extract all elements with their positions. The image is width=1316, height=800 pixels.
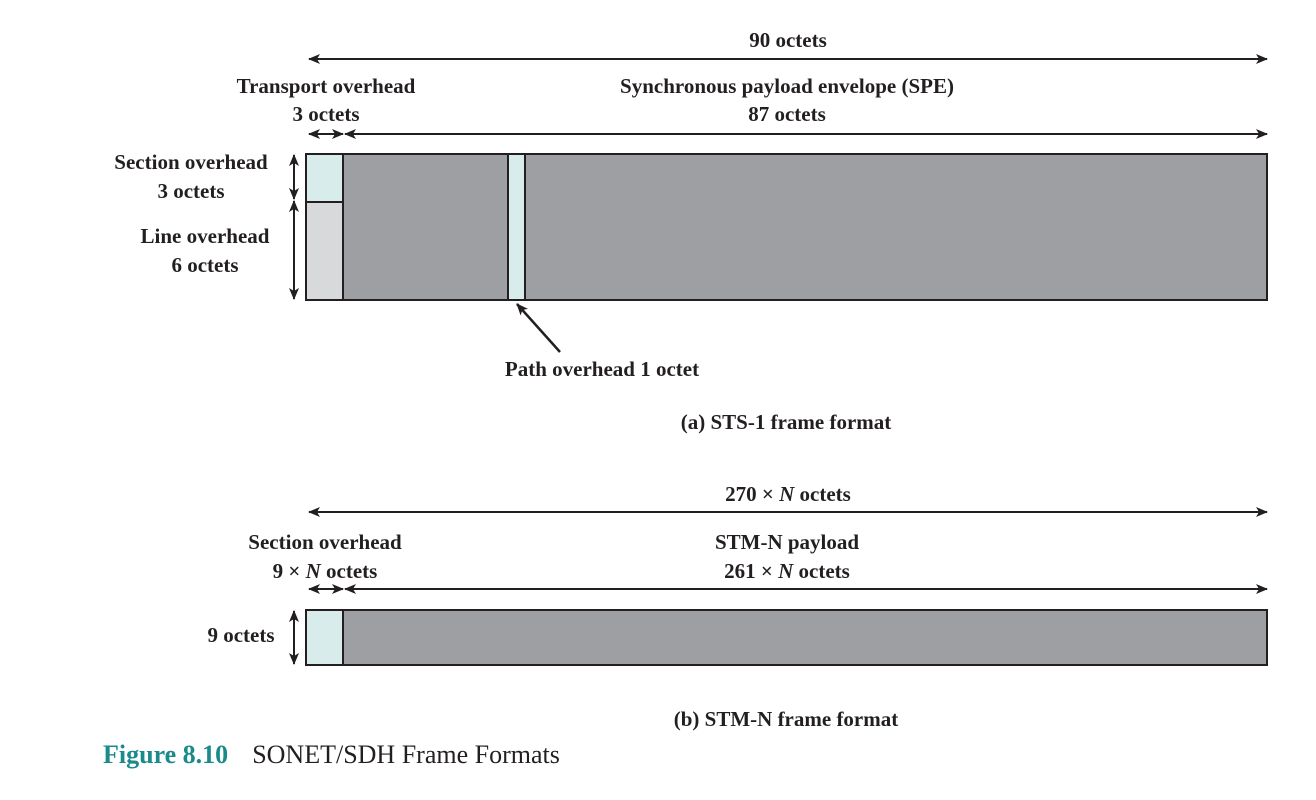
stm-payload-size: 261 × N octets (637, 557, 937, 585)
section-overhead-size: 3 octets (157, 179, 225, 203)
sts1-total-label: 90 octets (749, 28, 827, 52)
stm-total-label-b: octets (794, 482, 851, 506)
stm-payload-size-a: 261 × (724, 559, 779, 583)
section-overhead-block (305, 153, 344, 203)
stm-payload-label: STM-N payload (714, 530, 860, 554)
path-overhead-column (507, 153, 526, 301)
stm-section-overhead-size: 9 × N octets (195, 557, 455, 585)
stm-section-overhead-label: Section overhead (248, 530, 402, 554)
line-overhead-block (305, 201, 344, 301)
figure-number: Figure 8.10 (103, 740, 229, 769)
spe-label: Synchronous payload envelope (SPE) (620, 74, 954, 98)
stm-section-size-b: octets (320, 559, 378, 583)
figure-caption: Figure 8.10 SONET/SDH Frame Formats (103, 738, 560, 772)
stm-total-label: 270 × N octets (638, 480, 938, 508)
section-overhead-label: Section overhead (114, 150, 268, 174)
spe-size: 87 octets (748, 102, 826, 126)
line-overhead-size: 6 octets (171, 253, 239, 277)
stm-payload-size-b: octets (793, 559, 850, 583)
stm-section-overhead-block (305, 609, 344, 666)
path-overhead-pointer (516, 303, 561, 353)
stm-payload-size-n: N (778, 559, 794, 583)
figure-title: SONET/SDH Frame Formats (252, 740, 560, 769)
transport-overhead-label: Transport overhead (236, 74, 416, 98)
stm-payload-block (305, 609, 1268, 666)
stm-rows-label: 9 octets (207, 623, 275, 647)
transport-overhead-size: 3 octets (292, 102, 360, 126)
sts1-caption: (a) STS-1 frame format (680, 410, 892, 434)
stm-total-label-a: 270 × (725, 482, 780, 506)
stm-section-size-a: 9 × (272, 559, 306, 583)
sts1-spe-block (305, 153, 1268, 301)
path-overhead-label: Path overhead 1 octet (504, 357, 700, 381)
stm-caption: (b) STM-N frame format (673, 707, 899, 731)
stm-section-size-n: N (305, 559, 321, 583)
stm-total-label-n: N (779, 482, 795, 506)
line-overhead-label: Line overhead (140, 224, 270, 248)
